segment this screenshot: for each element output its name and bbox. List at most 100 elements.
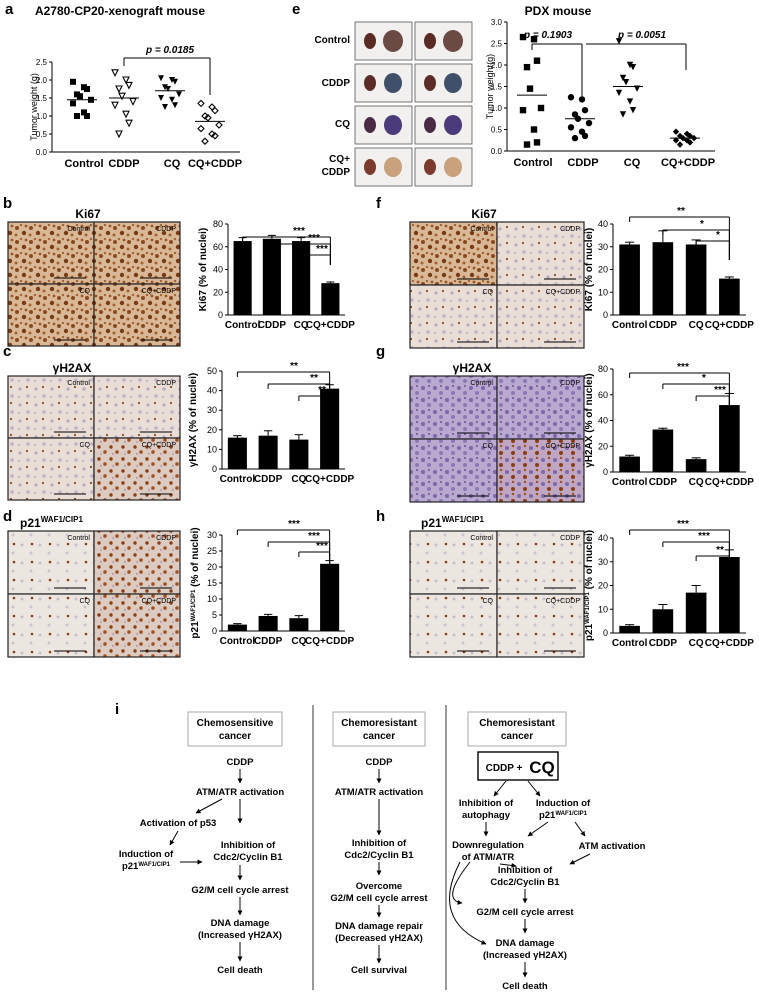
photo-row-label: CDDP: [322, 78, 351, 89]
bar: [685, 244, 707, 315]
data-point: [530, 36, 538, 43]
data-point: [208, 130, 216, 138]
panel-letter-a: a: [5, 1, 14, 18]
ihc-image-label: CQ: [483, 443, 494, 450]
y-tick-label: 2.5: [491, 40, 503, 49]
x-category-label: Control: [612, 320, 648, 331]
data-point: [619, 74, 627, 82]
node-text: (Increased γH2AX): [198, 930, 282, 941]
y-tick-label: 40: [598, 219, 608, 229]
y-tick-label: 5: [212, 610, 217, 620]
x-category-label: CQ: [291, 636, 306, 647]
data-point: [122, 110, 130, 119]
ihc-image: [496, 284, 585, 349]
node-text: Cdc2/Cyclin B1: [213, 852, 283, 863]
tumor-specimen: [383, 30, 403, 52]
tumor-specimen: [444, 73, 462, 93]
node-text: Inhibition of: [459, 798, 514, 809]
arrow: [493, 780, 507, 797]
x-category-label: Control: [513, 157, 552, 169]
tumor-photo: [354, 147, 413, 187]
bar: [321, 283, 340, 315]
node-text: DNA damage: [496, 938, 555, 949]
ihc-image: [7, 593, 95, 658]
y-tick-label: 50: [207, 366, 217, 376]
ihc-image-label: CQ: [80, 442, 91, 449]
ihc-image-label: CQ: [80, 288, 91, 295]
x-category-label: CQ: [294, 320, 309, 331]
significance-stars: ***: [677, 362, 689, 373]
y-tick-label: 20: [207, 562, 217, 572]
bar: [289, 439, 309, 469]
ihc-image-label: Control: [67, 226, 90, 233]
significance-stars: **: [290, 361, 298, 372]
ihc-title-d: p21WAF1/CIP1: [20, 515, 83, 530]
x-category-label: CQ: [689, 477, 704, 488]
y-tick-label: 30: [598, 242, 608, 252]
ihc-image-label: CQ+CDDP: [546, 598, 581, 605]
node-text: DNA damage repair: [335, 921, 423, 932]
ihc-image-label: Control: [470, 380, 493, 387]
x-category-label: CQ+CDDP: [705, 477, 755, 488]
bar: [258, 435, 278, 469]
data-point: [622, 79, 630, 86]
bar: [719, 405, 740, 472]
significance-stars: ***: [316, 541, 328, 552]
arrow: [499, 862, 517, 868]
y-tick-label: 2.5: [36, 58, 48, 67]
y-tick-label: 25: [207, 546, 217, 556]
node-text: CDDP: [227, 757, 255, 768]
y-tick-label: 20: [598, 441, 608, 451]
node-text: ATM/ATR activation: [335, 787, 424, 798]
tumor-photo: [414, 147, 473, 187]
significance-stars: ***: [714, 385, 726, 396]
panel-letter-d: d: [3, 508, 12, 525]
node-text: Inhibition of: [498, 865, 553, 876]
data-point: [201, 137, 209, 145]
y-tick-label: 1.5: [491, 83, 503, 92]
y-tick-label: 40: [213, 265, 223, 275]
data-point: [676, 141, 684, 148]
data-point: [70, 78, 76, 85]
y-tick-label: 0.5: [36, 130, 48, 139]
data-point: [672, 128, 680, 135]
data-point: [84, 86, 90, 92]
y-tick-label: 0: [603, 467, 608, 477]
bar: [227, 624, 247, 631]
tumor-specimen: [384, 157, 402, 177]
data-point: [176, 91, 182, 98]
data-point: [567, 124, 575, 131]
bar: [262, 238, 281, 315]
y-tick-label: 15: [207, 578, 217, 588]
tumor-photo: [354, 63, 413, 103]
significance-stars: ***: [293, 226, 305, 237]
bar: [320, 563, 340, 631]
ihc-image-label: CDDP: [156, 535, 176, 542]
node-text: Induction of: [119, 849, 174, 860]
data-point: [122, 76, 130, 85]
x-category-label: CQ: [689, 320, 704, 331]
data-point: [211, 132, 219, 140]
data-point: [211, 106, 219, 115]
node-text: G2/M cell cycle arrest: [191, 885, 289, 896]
ihc-image-label: CQ+CDDP: [142, 598, 177, 605]
y-tick-label: 20: [213, 287, 223, 297]
node-text: (Decreased γH2AX): [335, 933, 423, 944]
tumor-specimen: [444, 157, 462, 177]
ihc-image: [93, 530, 181, 595]
ihc-image: [409, 593, 498, 658]
node-text: of ATM/ATR: [462, 852, 515, 863]
ihc-image-label: CQ+CDDP: [546, 289, 581, 296]
p-value-e1: p = 0.1903: [523, 30, 573, 41]
data-point: [626, 61, 634, 69]
y-tick-label: 0: [212, 464, 217, 474]
data-point: [81, 109, 87, 116]
photo-row-label: CDDP: [322, 167, 351, 178]
header-text: cancer: [501, 731, 533, 742]
data-point: [629, 106, 637, 114]
x-category-label: CQ: [164, 158, 181, 170]
header-box-col2: [332, 711, 426, 747]
